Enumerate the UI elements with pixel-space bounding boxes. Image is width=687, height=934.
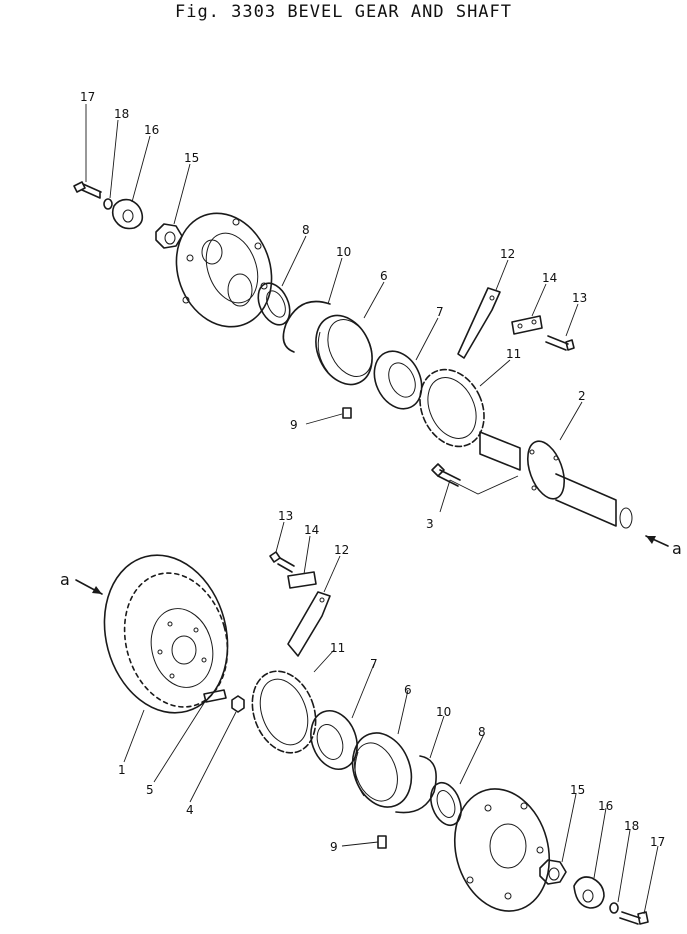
label-7: 7 (370, 657, 378, 671)
upper-bracket-12[interactable] (457, 287, 501, 359)
lower-lock-plate-14[interactable] (287, 571, 317, 589)
label-12: 12 (334, 543, 349, 557)
label-1: 1 (118, 763, 126, 777)
lower-bolt-5[interactable] (203, 689, 227, 703)
label-15: 15 (570, 783, 585, 797)
label-8: 8 (302, 223, 310, 237)
upper-lock-plate-16[interactable] (111, 198, 144, 230)
label-16: 16 (598, 799, 613, 813)
lower-seal-8[interactable] (425, 779, 466, 830)
label-18: 18 (624, 819, 639, 833)
upper-seal-8[interactable] (252, 278, 296, 330)
label-13: 13 (278, 509, 293, 523)
upper-bolt-17[interactable] (73, 181, 102, 199)
upper-snap-ring-10[interactable] (282, 300, 331, 353)
lower-bolt-13[interactable] (269, 551, 295, 573)
label-6: 6 (380, 269, 388, 283)
label-9: 9 (330, 840, 338, 854)
label-8: 8 (478, 725, 486, 739)
label-10: 10 (436, 705, 451, 719)
view-arrow-upper (645, 535, 669, 547)
lower-bearing-7[interactable] (303, 704, 365, 775)
lower-snap-ring-10[interactable] (395, 755, 437, 814)
upper-lock-plate-14[interactable] (511, 315, 543, 335)
lower-bearing-cage[interactable] (442, 778, 563, 922)
label-15: 15 (184, 151, 199, 165)
upper-bearing-7[interactable] (365, 344, 430, 417)
label-10: 10 (336, 245, 351, 259)
upper-bearing-cage[interactable] (161, 200, 287, 340)
upper-bolt-13[interactable] (545, 335, 575, 351)
label-18: 18 (114, 107, 129, 121)
label-13: 13 (572, 291, 587, 305)
upper-lock-ring-11[interactable] (408, 359, 496, 457)
lower-bevel-gear-1[interactable] (87, 541, 244, 727)
label-16: 16 (144, 123, 159, 137)
upper-nut-15[interactable] (155, 223, 183, 249)
upper-labels: 17 18 16 15 8 10 6 12 14 13 7 11 2 9 3 a (80, 90, 682, 558)
upper-assembly (73, 104, 669, 547)
lower-washer-18[interactable] (609, 902, 619, 914)
upper-bearing-cup-6[interactable] (305, 306, 383, 393)
lower-assembly (75, 521, 659, 925)
lower-nut-4[interactable] (231, 695, 245, 713)
lower-bracket-12[interactable] (287, 591, 331, 657)
lower-lock-plate-16[interactable] (573, 876, 605, 909)
label-3: 3 (426, 517, 434, 531)
view-label-a-left: a (60, 570, 70, 589)
label-11: 11 (330, 641, 345, 655)
label-5: 5 (146, 783, 154, 797)
lower-bearing-cup-6[interactable] (343, 725, 422, 816)
view-label-a-right: a (672, 539, 682, 558)
label-2: 2 (578, 389, 586, 403)
lower-lock-ring-11[interactable] (241, 662, 326, 761)
view-arrow-lower (75, 579, 103, 595)
figure-title: Fig. 3303 BEVEL GEAR AND SHAFT (174, 2, 513, 22)
label-14: 14 (304, 523, 319, 537)
upper-plug-9[interactable] (342, 407, 352, 419)
lower-bolt-17[interactable] (619, 911, 649, 925)
upper-bolt-3[interactable] (431, 463, 461, 487)
label-14: 14 (542, 271, 557, 285)
upper-shaft-2[interactable] (479, 431, 633, 529)
label-17: 17 (80, 90, 95, 104)
label-12: 12 (500, 247, 515, 261)
lower-labels: a 13 14 12 11 7 6 10 8 15 16 18 17 1 5 4… (60, 509, 665, 854)
label-17: 17 (650, 835, 665, 849)
upper-washer-18[interactable] (103, 198, 113, 210)
label-4: 4 (186, 803, 194, 817)
label-9: 9 (290, 418, 298, 432)
label-11: 11 (506, 347, 521, 361)
lower-nut-15[interactable] (539, 859, 567, 885)
label-7: 7 (436, 305, 444, 319)
lower-plug-9[interactable] (377, 835, 387, 849)
label-6: 6 (404, 683, 412, 697)
